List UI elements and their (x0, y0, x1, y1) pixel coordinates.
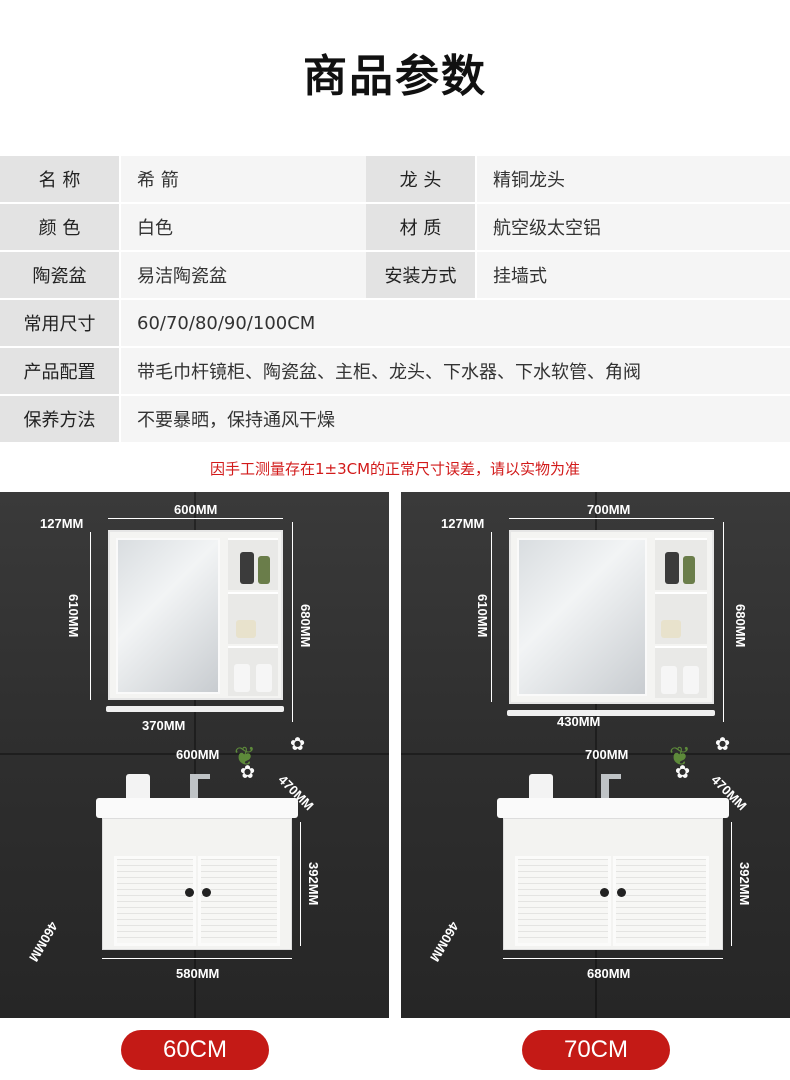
param-label: 名 称 (0, 156, 121, 204)
param-value: 不要暴晒，保持通风干燥 (120, 395, 790, 444)
param-value: 60/70/80/90/100CM (120, 299, 790, 348)
cabinet-door-left (515, 856, 611, 946)
plant-leaf: ❦ (669, 742, 691, 772)
dim-line (723, 522, 724, 722)
params-table: 名 称 希 箭 龙 头 精铜龙头 颜 色 白色 材 质 航空级太空铝 陶瓷盆 易… (0, 156, 790, 444)
cabinet-height-label: 392MM (306, 862, 321, 906)
table-row: 产品配置 带毛巾杆镜柜、陶瓷盆、主柜、龙头、下水器、下水软管、角阀 (0, 347, 790, 396)
dim-line (300, 822, 301, 946)
param-value: 带毛巾杆镜柜、陶瓷盆、主柜、龙头、下水器、下水软管、角阀 (120, 347, 790, 396)
total-height-label: 680MM (298, 604, 313, 648)
param-label: 保养方法 (0, 395, 121, 444)
size-badge-60: 60CM (121, 1030, 269, 1070)
cabinet-height-label: 392MM (737, 862, 752, 906)
mirror-depth-label: 127MM (441, 516, 485, 531)
param-value: 航空级太空铝 (476, 203, 790, 252)
dim-line (509, 518, 714, 519)
param-label: 龙 头 (366, 156, 477, 204)
table-row: 常用尺寸 60/70/80/90/100CM (0, 299, 790, 348)
param-value: 希 箭 (120, 156, 366, 204)
shelf (655, 592, 707, 644)
size-badge-70: 70CM (522, 1030, 670, 1070)
param-label: 陶瓷盆 (0, 251, 121, 300)
door-knob (617, 888, 626, 897)
bottle (240, 552, 254, 584)
flower: ✿ (290, 734, 306, 755)
param-value: 易洁陶瓷盆 (120, 251, 366, 300)
dim-line (292, 522, 293, 722)
measurement-note: 因手工测量存在1±3CM的正常尺寸误差，请以实物为准 (209, 460, 581, 478)
box (661, 620, 681, 638)
plant-leaf: ❦ (234, 742, 256, 772)
param-label: 产品配置 (0, 347, 121, 396)
bottle (256, 664, 272, 692)
dim-line (90, 532, 91, 700)
param-label: 常用尺寸 (0, 299, 121, 348)
bottle (683, 666, 699, 694)
cabinet-door-right (198, 856, 280, 946)
faucet-spout (190, 774, 210, 779)
dim-line (731, 822, 732, 946)
faucet-spout (601, 774, 621, 779)
mirror (517, 538, 647, 696)
param-label: 颜 色 (0, 203, 121, 252)
faucet (190, 774, 198, 802)
bottle (665, 552, 679, 584)
bottle (234, 664, 250, 692)
door-knob (202, 888, 211, 897)
faucet (601, 774, 609, 802)
mirror (116, 538, 220, 694)
product-photo-60: 600MM 127MM 610MM 680MM 370MM 600MM 470M… (0, 492, 389, 1018)
mirror-door-label: 370MM (142, 718, 186, 733)
box (236, 620, 256, 638)
cabinet-width-label: 680MM (587, 966, 631, 981)
param-label: 安装方式 (366, 251, 477, 300)
table-row: 名 称 希 箭 龙 头 精铜龙头 (0, 156, 790, 204)
cabinet-door-right (613, 856, 709, 946)
mirror-width-label: 700MM (587, 502, 631, 517)
cup (529, 774, 553, 802)
mirror-width-label: 600MM (174, 502, 218, 517)
cabinet-width-label: 580MM (176, 966, 220, 981)
table-row: 颜 色 白色 材 质 航空级太空铝 (0, 203, 790, 252)
dim-line (491, 532, 492, 702)
dim-line (503, 958, 723, 959)
bottle (661, 666, 677, 694)
mirror-door-label: 430MM (557, 714, 601, 729)
table-row: 陶瓷盆 易洁陶瓷盆 安装方式 挂墙式 (0, 251, 790, 300)
door-knob (185, 888, 194, 897)
total-height-label: 680MM (733, 604, 748, 648)
ceramic-basin (96, 798, 298, 818)
cup (126, 774, 150, 802)
product-photo-70: 700MM 127MM 610MM 680MM 430MM 700MM 470M… (401, 492, 790, 1018)
basin-width-label: 600MM (176, 747, 220, 762)
mirror-height-label: 610MM (475, 594, 490, 638)
mirror-depth-label: 127MM (40, 516, 84, 531)
door-knob (600, 888, 609, 897)
param-value: 挂墙式 (476, 251, 790, 300)
param-label: 材 质 (366, 203, 477, 252)
flower: ✿ (240, 762, 256, 783)
param-value: 白色 (120, 203, 366, 252)
table-row: 保养方法 不要暴晒，保持通风干燥 (0, 395, 790, 444)
bottle (258, 556, 270, 584)
dim-line (102, 958, 292, 959)
shelf (655, 538, 707, 590)
towel-rail (507, 710, 715, 716)
cabinet-door-left (114, 856, 196, 946)
param-value: 精铜龙头 (476, 156, 790, 204)
ceramic-basin (497, 798, 729, 818)
mirror-height-label: 610MM (66, 594, 81, 638)
towel-rail (106, 706, 284, 712)
flower: ✿ (675, 762, 691, 783)
basin-width-label: 700MM (585, 747, 629, 762)
page-title: 商品参数 (303, 51, 487, 102)
dim-line (108, 518, 283, 519)
flower: ✿ (715, 734, 731, 755)
bottle (683, 556, 695, 584)
